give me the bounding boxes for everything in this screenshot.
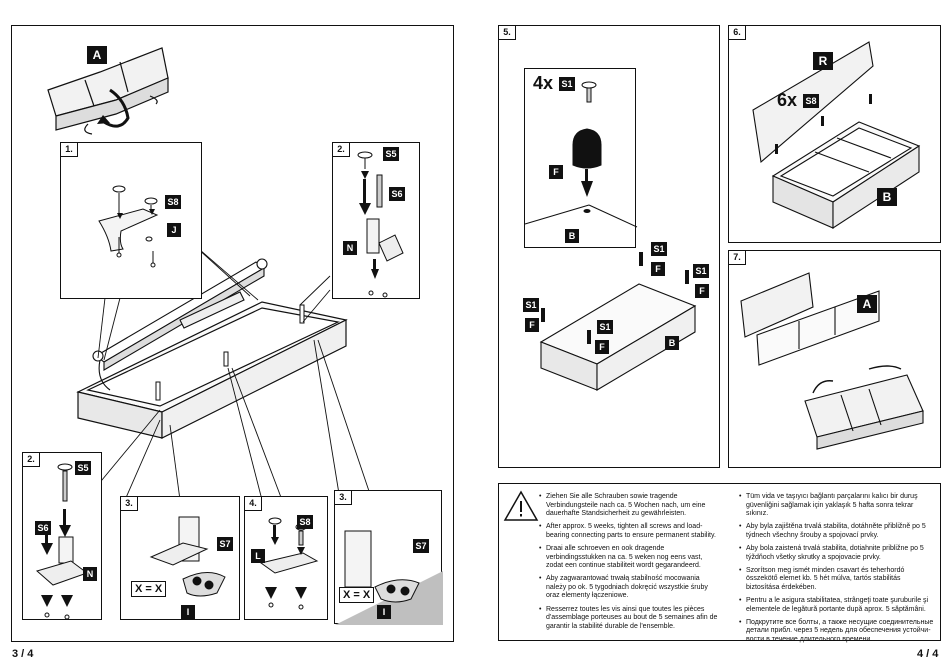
notice-item: •Подкрутите все болты, а также несущие с… (739, 618, 934, 643)
step-number: 3. (120, 496, 138, 511)
count-6x: 6x (777, 90, 798, 110)
notice-item: •Szorítson meg ismét minden csavart és t… (739, 566, 905, 591)
notice-item: •Aby zagwarantować trwałą stabilność moc… (539, 575, 708, 600)
part-label-F: F (549, 165, 563, 179)
step-5-inset: 4x S1 F B (524, 68, 638, 248)
step-number: 2. (332, 142, 350, 157)
step-2-panel-top: 2. S5 S6 N (332, 142, 420, 299)
part-label-N: N (343, 241, 357, 255)
part-label-F: F (695, 284, 709, 298)
notice-item: •After approx. 5 weeks, tighten all scre… (539, 523, 716, 539)
part-label-L: L (251, 549, 265, 563)
step-number: 7. (728, 250, 746, 265)
part-label-S1: S1 (523, 298, 539, 312)
part-label-S8: S8 (165, 195, 181, 209)
step-5-panel: 5. 4x S1 F B (498, 25, 720, 468)
part-label-I: I (181, 605, 195, 619)
notice-item: •Ziehen Sie alle Schrauben sowie tragend… (539, 493, 706, 518)
step-3-panel-right: 3. S7 X = X I (334, 490, 443, 625)
part-label-J: J (167, 223, 181, 237)
part-label-A: A (857, 295, 877, 313)
page-number-left: 3 / 4 (12, 648, 34, 660)
step-2-panel-bottom: 2. S5 S6 N (22, 452, 102, 620)
part-label-S5: S5 (383, 147, 399, 161)
step-number: 4. (244, 496, 262, 511)
step-number: 2. (22, 452, 40, 467)
part-label-B: B (877, 188, 897, 206)
part-label-S1: S1 (559, 77, 575, 91)
part-label-S8: S8 (803, 94, 819, 108)
part-label-S6: S6 (389, 187, 405, 201)
x-equals-x-label: X = X (131, 581, 167, 597)
part-label-S8: S8 (297, 515, 313, 529)
page-number-right: 4 / 4 (917, 648, 939, 660)
step-4-panel: 4. S8 L (244, 496, 328, 620)
step-number: 3. (334, 490, 352, 505)
part-label-F: F (525, 318, 539, 332)
part-label-F: F (651, 262, 665, 276)
step-6-panel: 6. R 6x S8 B (728, 25, 941, 243)
notice-column-left: •Ziehen Sie alle Schrauben sowie tragend… (539, 493, 721, 636)
notice-item: •Aby byla zajištěna trvalá stabilita, do… (739, 523, 926, 539)
part-label-A-left: A (87, 46, 107, 64)
part-label-B: B (665, 336, 679, 350)
x-equals-x-label: X = X (339, 587, 375, 603)
part-label-S6: S6 (35, 521, 51, 535)
part-label-S1: S1 (597, 320, 613, 334)
notice-item: •Draai alle schroeven en ook dragende ve… (539, 544, 703, 570)
part-label-B: B (565, 229, 579, 243)
step-number: 6. (728, 25, 746, 40)
part-label-R: R (813, 52, 833, 70)
notice-item: •Resserrez toutes les vis ainsi que tout… (539, 605, 718, 630)
count-4x: 4x (533, 73, 554, 93)
part-label-S7: S7 (413, 539, 429, 553)
notice-item: •Pentru a le asigura stabilitatea, strân… (739, 596, 929, 613)
part-label-N: N (83, 567, 97, 581)
part-label-F: F (595, 340, 609, 354)
notice-item: •Tüm vida ve taşıyıcı bağlantı parçaları… (739, 493, 918, 518)
part-label-S7: S7 (217, 537, 233, 551)
notice-column-right: •Tüm vida ve taşıyıcı bağlantı parçaları… (739, 493, 935, 649)
notice-item: •Aby bola zaistená trvalá stabilita, dot… (739, 544, 924, 561)
step-number: 1. (60, 142, 78, 157)
part-label-I: I (377, 605, 391, 619)
part-label-S1: S1 (651, 242, 667, 256)
part-label-S1: S1 (693, 264, 709, 278)
step-number: 5. (498, 25, 516, 40)
step-3-panel-left: 3. S7 X = X I (120, 496, 240, 620)
step-7-panel: 7. A (728, 250, 941, 468)
step-1-panel: 1. S8 J (60, 142, 202, 299)
part-label-S5: S5 (75, 461, 91, 475)
notice-box: •Ziehen Sie alle Schrauben sowie tragend… (498, 483, 941, 643)
